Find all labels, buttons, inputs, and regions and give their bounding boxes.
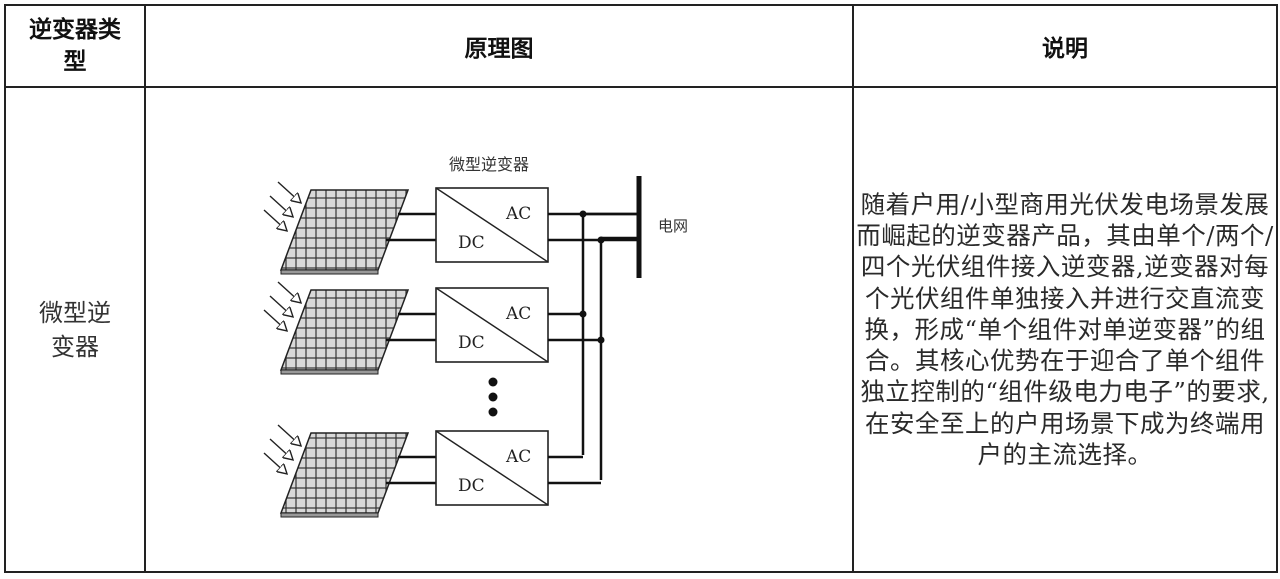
pv-unit: AC DC: [263, 424, 601, 518]
header-inverter-type: 逆变器类型: [4, 4, 146, 88]
sunlight-arrow-icon: [277, 181, 300, 202]
junction-dot: [579, 310, 587, 318]
header-description: 说明: [852, 4, 1278, 88]
table-row: 微型逆变器 微型逆变器 电网: [4, 86, 1278, 573]
inverter-dc-label: DC: [458, 476, 485, 496]
inverter-dc-label: DC: [458, 233, 485, 253]
diagram-cell: 微型逆变器 电网 AC DC AC DC AC DC: [144, 86, 854, 573]
inverter-ac-label: AC: [505, 447, 531, 467]
header-inverter-type-text: 逆变器类型: [29, 17, 121, 75]
sunlight-arrow-icon: [263, 309, 286, 330]
solar-panel-edge: [280, 269, 379, 275]
sunlight-arrow-icon: [269, 295, 292, 316]
inverter-diagonal: [435, 287, 549, 363]
solar-panel-edge: [280, 369, 379, 375]
inverter-diagonal: [435, 187, 549, 263]
sunlight-arrow-icon: [277, 424, 300, 445]
table-header-row: 逆变器类型 原理图 说明: [4, 4, 1278, 88]
sunlight-arrow-icon: [277, 281, 300, 302]
ellipsis-dot: [488, 407, 498, 417]
microinverter-schematic: 微型逆变器 电网 AC DC AC DC AC DC: [263, 155, 688, 518]
solar-panel-icon: [279, 289, 410, 371]
solar-panel-icon: [279, 189, 410, 271]
sunlight-arrow-icon: [263, 209, 286, 230]
inverter-ac-label: AC: [505, 204, 531, 224]
solar-panel-icon: [279, 432, 410, 514]
inverter-type-text: 微型逆变器: [39, 298, 111, 361]
inverter-dc-label: DC: [458, 333, 485, 353]
grid-label: 电网: [658, 217, 688, 235]
pv-unit: AC DC: [263, 281, 605, 375]
inverter-type-cell: 微型逆变器: [4, 86, 146, 573]
junction-dot: [597, 236, 605, 244]
sunlight-arrow-icon: [269, 195, 292, 216]
header-diagram: 原理图: [144, 4, 854, 88]
sunlight-arrow-icon: [263, 452, 286, 473]
inverter-ac-label: AC: [505, 304, 531, 324]
pv-unit: AC DC: [263, 181, 639, 275]
inverter-diagonal: [435, 430, 549, 506]
description-cell: 随着户用/小型商用光伏发电场景发展而崛起的逆变器产品，其由单个/两个/四个光伏组…: [852, 86, 1278, 573]
sunlight-arrow-icon: [269, 438, 292, 459]
junction-dot: [597, 336, 605, 344]
inverter-type-table: 逆变器类型 原理图 说明 微型逆变器 微型逆变器 电网: [4, 4, 1278, 573]
ellipsis-dot: [488, 377, 498, 387]
junction-dot: [579, 210, 587, 218]
description-text: 随着户用/小型商用光伏发电场景发展而崛起的逆变器产品，其由单个/两个/四个光伏组…: [856, 190, 1274, 469]
solar-panel-edge: [280, 512, 379, 518]
diagram-title: 微型逆变器: [449, 155, 529, 174]
ellipsis-dot: [488, 392, 498, 402]
